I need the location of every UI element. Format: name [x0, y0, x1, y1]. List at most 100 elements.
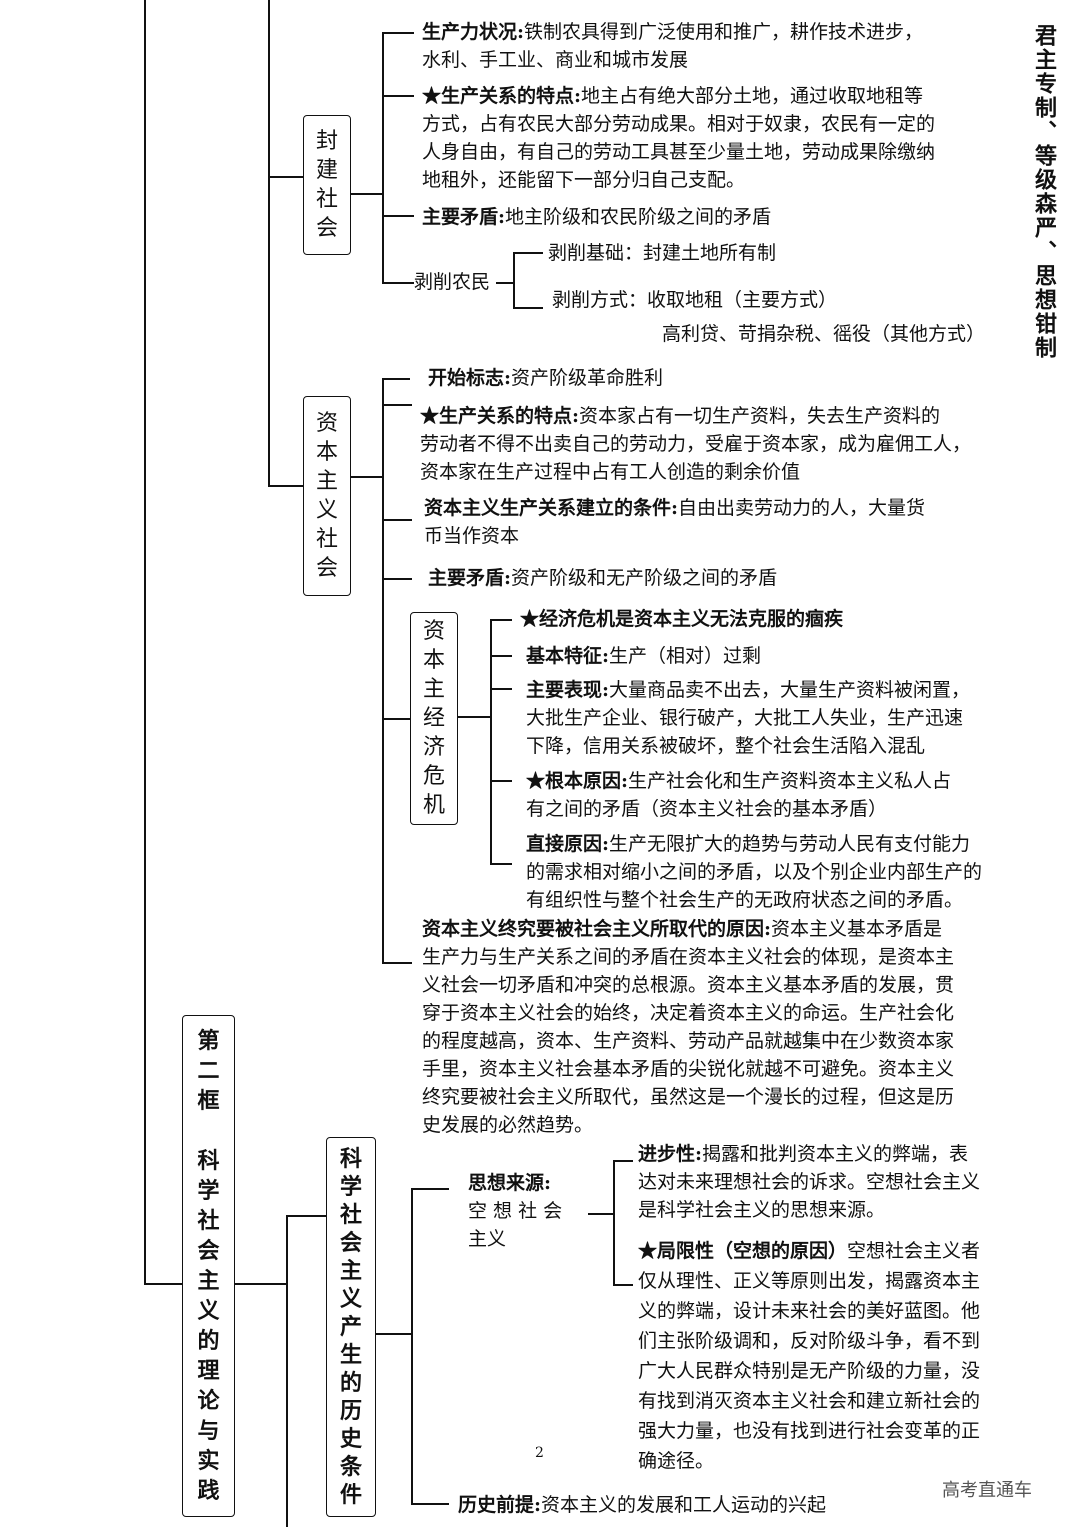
watermark: 高考直通车 [942, 1480, 1032, 1501]
feudal-tick [382, 32, 414, 34]
exploit-bracket [513, 252, 515, 308]
conditions-title-char: 义 [339, 1286, 362, 1312]
feudal-tick [382, 282, 414, 284]
crisis-title-char: 机 [422, 793, 445, 818]
crisis-tick [490, 688, 512, 690]
capitalist-tick [382, 378, 410, 380]
capitalist-title-char: 资 [315, 411, 338, 436]
capitalist-replacement-text: 资本主义终究要被社会主义所取代的原因:资本主义基本矛盾是 生产力与生产关系之间的… [422, 918, 955, 1136]
lesson-title-char: 实 [197, 1448, 220, 1474]
conditions-title-char: 生 [339, 1342, 362, 1368]
exploit-tick [513, 307, 543, 309]
exploit-tick [513, 252, 543, 254]
conditions-title-char: 史 [339, 1426, 362, 1452]
lesson-title-char: 义 [197, 1298, 220, 1324]
crisis-title-char: 本 [422, 648, 445, 673]
lesson-bracket [286, 1215, 288, 1527]
capitalist-title-char: 会 [315, 556, 338, 581]
crisis-title-char: 主 [422, 677, 445, 702]
exploit-connector [496, 282, 514, 284]
lesson-title-char: 理 [197, 1358, 220, 1384]
conditions-title-char: 历 [339, 1398, 362, 1424]
lesson-title-char: 第 [197, 1028, 220, 1054]
feudal-society-box: 封 建 社 会 [303, 115, 351, 255]
conditions-title-char: 条 [339, 1454, 362, 1480]
lesson-title-char: 会 [197, 1238, 220, 1264]
exploit-basis-text: 剥削基础：封建土地所有制 [548, 242, 777, 264]
capitalist-title-char: 本 [315, 440, 338, 465]
crisis-tick [490, 655, 512, 657]
feudal-title-char: 社 [315, 187, 338, 212]
crisis-connector [458, 716, 490, 718]
exploit-method-other-text: 高利贷、苛捐杂税、徭役（其他方式） [662, 323, 986, 345]
crisis-headline-text: ★经济危机是资本主义无法克服的痼疾 [520, 608, 844, 630]
capitalist-conditions-text: 资本主义生产关系建立的条件:自由出卖劳动力的人，大量货 币当作资本 [424, 497, 926, 547]
lesson-title-char: 的 [197, 1328, 220, 1354]
feudal-title-char: 建 [315, 158, 338, 183]
crisis-title-char: 资 [422, 619, 445, 644]
capitalist-relations-text: ★生产关系的特点:资本家占有一切生产资料，失去生产资料的 劳动者不得不出卖自己的… [420, 405, 972, 483]
conditions-tick [411, 1188, 449, 1190]
lesson-title-char: 论 [197, 1388, 220, 1414]
historical-conditions-box: 科 学 社 会 主 义 产 生 的 历 史 条 件 [326, 1137, 376, 1517]
conditions-title-char: 产 [339, 1314, 362, 1340]
exploit-method-text: 剥削方式：收取地租（主要方式） [552, 289, 838, 311]
progressive-text: 进步性:揭露和批判资本主义的弊端，表 达对未来理想社会的诉求。空想社会主义 是科… [638, 1143, 981, 1221]
upper-trunk-line [268, 0, 270, 486]
crisis-tick [490, 863, 512, 865]
thought-source-text: 思想来源: 空 想 社 会 主义 [468, 1172, 563, 1250]
crisis-bracket [490, 619, 492, 864]
lesson-title-box: 第 二 框 科 学 社 会 主 义 的 理 论 与 实 践 [182, 1015, 235, 1517]
trunk-to-lesson-line [144, 1283, 182, 1285]
crisis-direct-cause-text: 直接原因:生产无限扩大的趋势与劳动人民有支付能力 的需求相对缩小之间的矛盾，以及… [526, 833, 983, 911]
crisis-title-char: 危 [422, 764, 445, 789]
main-trunk-line [144, 0, 146, 1285]
capitalist-start-text: 开始标志:资产阶级革命胜利 [428, 367, 664, 389]
lesson-title-char: 主 [197, 1268, 220, 1294]
capitalist-title-char: 义 [315, 498, 338, 523]
feudal-title-char: 封 [315, 129, 338, 154]
feudal-bracket [382, 32, 384, 284]
capitalist-bracket [382, 378, 384, 963]
source-tick [613, 1284, 633, 1286]
feudal-productivity-text: 生产力状况:铁制农具得到广泛使用和推广，耕作技术进步， 水利、手工业、商业和城市… [422, 21, 924, 71]
source-tick [613, 1160, 633, 1162]
capitalist-title-char: 主 [315, 469, 338, 494]
conditions-connector [376, 1333, 412, 1335]
lesson-title-char: 二 [197, 1058, 220, 1084]
feudal-connector [351, 193, 383, 195]
conditions-title-char: 的 [339, 1370, 362, 1396]
capitalist-society-box: 资 本 主 义 社 会 [303, 396, 351, 596]
feudal-title-char: 会 [315, 216, 338, 241]
trunk-to-feudal-line [268, 176, 303, 178]
limitation-text: ★局限性（空想的原因）空想社会主义者 仅从理性、正义等原则出发，揭露资本主 义的… [638, 1240, 981, 1472]
capitalist-tick [382, 578, 412, 580]
crisis-tick [490, 780, 512, 782]
crisis-title-char: 济 [422, 735, 445, 760]
page-number: 2 [535, 1445, 544, 1461]
conditions-title-char: 会 [339, 1230, 362, 1256]
capitalist-tick [382, 718, 410, 720]
conditions-title-char: 科 [339, 1146, 362, 1172]
conditions-bracket [411, 1188, 413, 1504]
lesson-title-char: 与 [197, 1418, 220, 1444]
capitalist-connector [351, 476, 383, 478]
capitalist-contradiction-text: 主要矛盾:资产阶级和无产阶级之间的矛盾 [428, 567, 778, 589]
source-bracket [613, 1160, 615, 1285]
crisis-root-cause-text: ★根本原因:生产社会化和生产资料资本主义私人占 有之间的矛盾（资本主义社会的基本… [526, 770, 952, 820]
capitalist-title-char: 社 [315, 527, 338, 552]
lesson-title-char: 学 [197, 1178, 220, 1204]
capitalist-tick [382, 962, 412, 964]
capitalist-tick [382, 404, 412, 406]
lesson-tick [286, 1215, 326, 1217]
capitalist-tick [382, 519, 412, 521]
economic-crisis-box: 资 本 主 经 济 危 机 [410, 612, 458, 825]
conditions-title-char: 主 [339, 1258, 362, 1284]
crisis-feature-text: 基本特征:生产（相对）过剩 [526, 645, 762, 667]
lesson-connector [235, 1283, 287, 1285]
feudal-exploit-label: 剥削农民 [414, 271, 491, 293]
crisis-manifest-text: 主要表现:大量商品卖不出去，大量生产资料被闲置， 大批生产企业、银行破产，大批工… [526, 679, 971, 757]
feudal-tick [382, 215, 414, 217]
conditions-title-char: 学 [339, 1174, 362, 1200]
lesson-title-char: 践 [197, 1478, 220, 1504]
